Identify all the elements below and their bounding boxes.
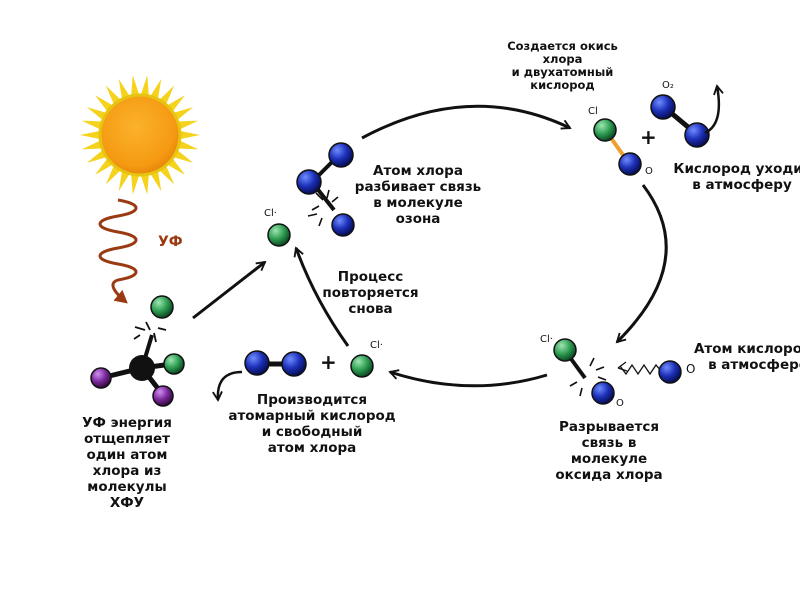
- plus-sign-top: +: [640, 125, 657, 149]
- cl-bottom-right-tag: Cl·: [540, 334, 553, 345]
- oxygen-atom: [244, 350, 270, 376]
- sun-ray: [173, 149, 194, 163]
- squiggle-oxygen-approach: [619, 363, 663, 376]
- fluorine-atom: [90, 367, 112, 389]
- label-uv-energy: УФ энергия отщепляет один атом хлора из …: [82, 415, 172, 511]
- o2-tag: O₂: [662, 80, 674, 91]
- uv-wave-arrow: [98, 198, 138, 304]
- products-group: [244, 350, 374, 378]
- label-oxide-bond-breaks: Разрывается связь в молекуле оксида хлор…: [555, 419, 663, 483]
- sun-icon: [80, 75, 200, 195]
- chlorine-atom: [163, 353, 185, 375]
- sun-ray: [131, 75, 140, 96]
- arrow-bottom: [390, 372, 548, 388]
- cfc-molecule: [90, 295, 185, 407]
- arrow-right: [617, 184, 668, 342]
- sun-ray: [167, 95, 185, 112]
- uv-label: УФ: [158, 234, 183, 250]
- chlorine-and-ozone: [267, 142, 355, 247]
- cl-bottom-left-tag: Cl·: [370, 340, 383, 351]
- cl-radical-tag: Cl·: [264, 208, 277, 219]
- oxygen-atom: [618, 152, 642, 176]
- label-atom-oxygen: Атом кислорода в атмосфере: [693, 341, 800, 373]
- sun-ray: [118, 170, 130, 192]
- plus-sign-bottom: +: [320, 350, 337, 374]
- sun-ray: [140, 75, 149, 96]
- sun-ray: [167, 158, 185, 175]
- arrow-top: [361, 104, 570, 140]
- break-burst: [569, 357, 607, 397]
- chlorine-atom: [350, 354, 374, 378]
- sun-ray: [118, 78, 130, 100]
- break-burst: [307, 189, 339, 227]
- oxygen-atom: [281, 351, 307, 377]
- arrow-oxygen-down: [218, 370, 243, 400]
- sun-ray: [150, 170, 162, 192]
- sun-ray: [177, 140, 199, 150]
- sun-ray: [177, 120, 199, 130]
- sun-ray: [81, 120, 103, 130]
- chlorine-oxide-molecule: [593, 118, 642, 176]
- o-free-tag: O: [686, 362, 696, 376]
- sun-ray: [131, 174, 140, 195]
- arrow-cfc-to-chlorine: [192, 260, 265, 320]
- sun-ray: [150, 78, 162, 100]
- sun-ray: [105, 85, 121, 105]
- sun-ray: [95, 158, 113, 175]
- o-oxide-tag: O: [645, 166, 653, 177]
- label-oxygen-leaves: Кислород уходит в атмосферу: [673, 161, 800, 193]
- sun-ray: [95, 95, 113, 112]
- carbon-atom: [129, 355, 155, 381]
- oxygen-atom-incoming: [658, 360, 682, 384]
- arrow-repeat: [296, 248, 350, 347]
- chlorine-atom: [593, 118, 617, 142]
- chlorine-atom: [553, 338, 577, 362]
- sun-ray: [179, 130, 200, 140]
- sun-rays: [80, 75, 200, 195]
- fluorine-atom: [152, 385, 174, 407]
- oxygen-atom: [331, 213, 355, 237]
- o-bottom-right-tag: O: [616, 398, 624, 409]
- sun-ray: [86, 149, 107, 163]
- label-chlorine-breaks-ozone: Атом хлора разбивает связь в молекуле оз…: [354, 163, 482, 227]
- sun-ray: [140, 174, 149, 195]
- sun-ray: [81, 140, 103, 150]
- oxygen-atom: [296, 169, 322, 195]
- sun-ray: [105, 165, 121, 185]
- chlorine-atom-released: [150, 295, 174, 319]
- chlorine-atom: [267, 223, 291, 247]
- oxygen-atom: [591, 381, 615, 405]
- break-burst: [133, 321, 167, 343]
- cl-oxide-tag: Cl: [588, 106, 598, 117]
- oxygen-atom: [650, 94, 676, 120]
- sun-ray: [159, 85, 175, 105]
- arrow-oxygen-up: [704, 86, 719, 135]
- chlorine-oxide-breaking: [553, 338, 682, 405]
- label-chlorine-oxide-formed: Создается окись хлора и двухатомный кисл…: [507, 39, 618, 92]
- sun-ray: [80, 130, 101, 140]
- sun-ray: [86, 107, 107, 121]
- oxygen-molecule: [650, 94, 710, 148]
- sun-ray: [159, 165, 175, 185]
- oxygen-atom: [328, 142, 354, 168]
- label-process-repeats: Процесс повторяется снова: [322, 269, 419, 317]
- label-produces: Производится атомарный кислород и свобод…: [228, 392, 396, 456]
- sun-ray: [173, 107, 194, 121]
- oxygen-atom: [684, 122, 710, 148]
